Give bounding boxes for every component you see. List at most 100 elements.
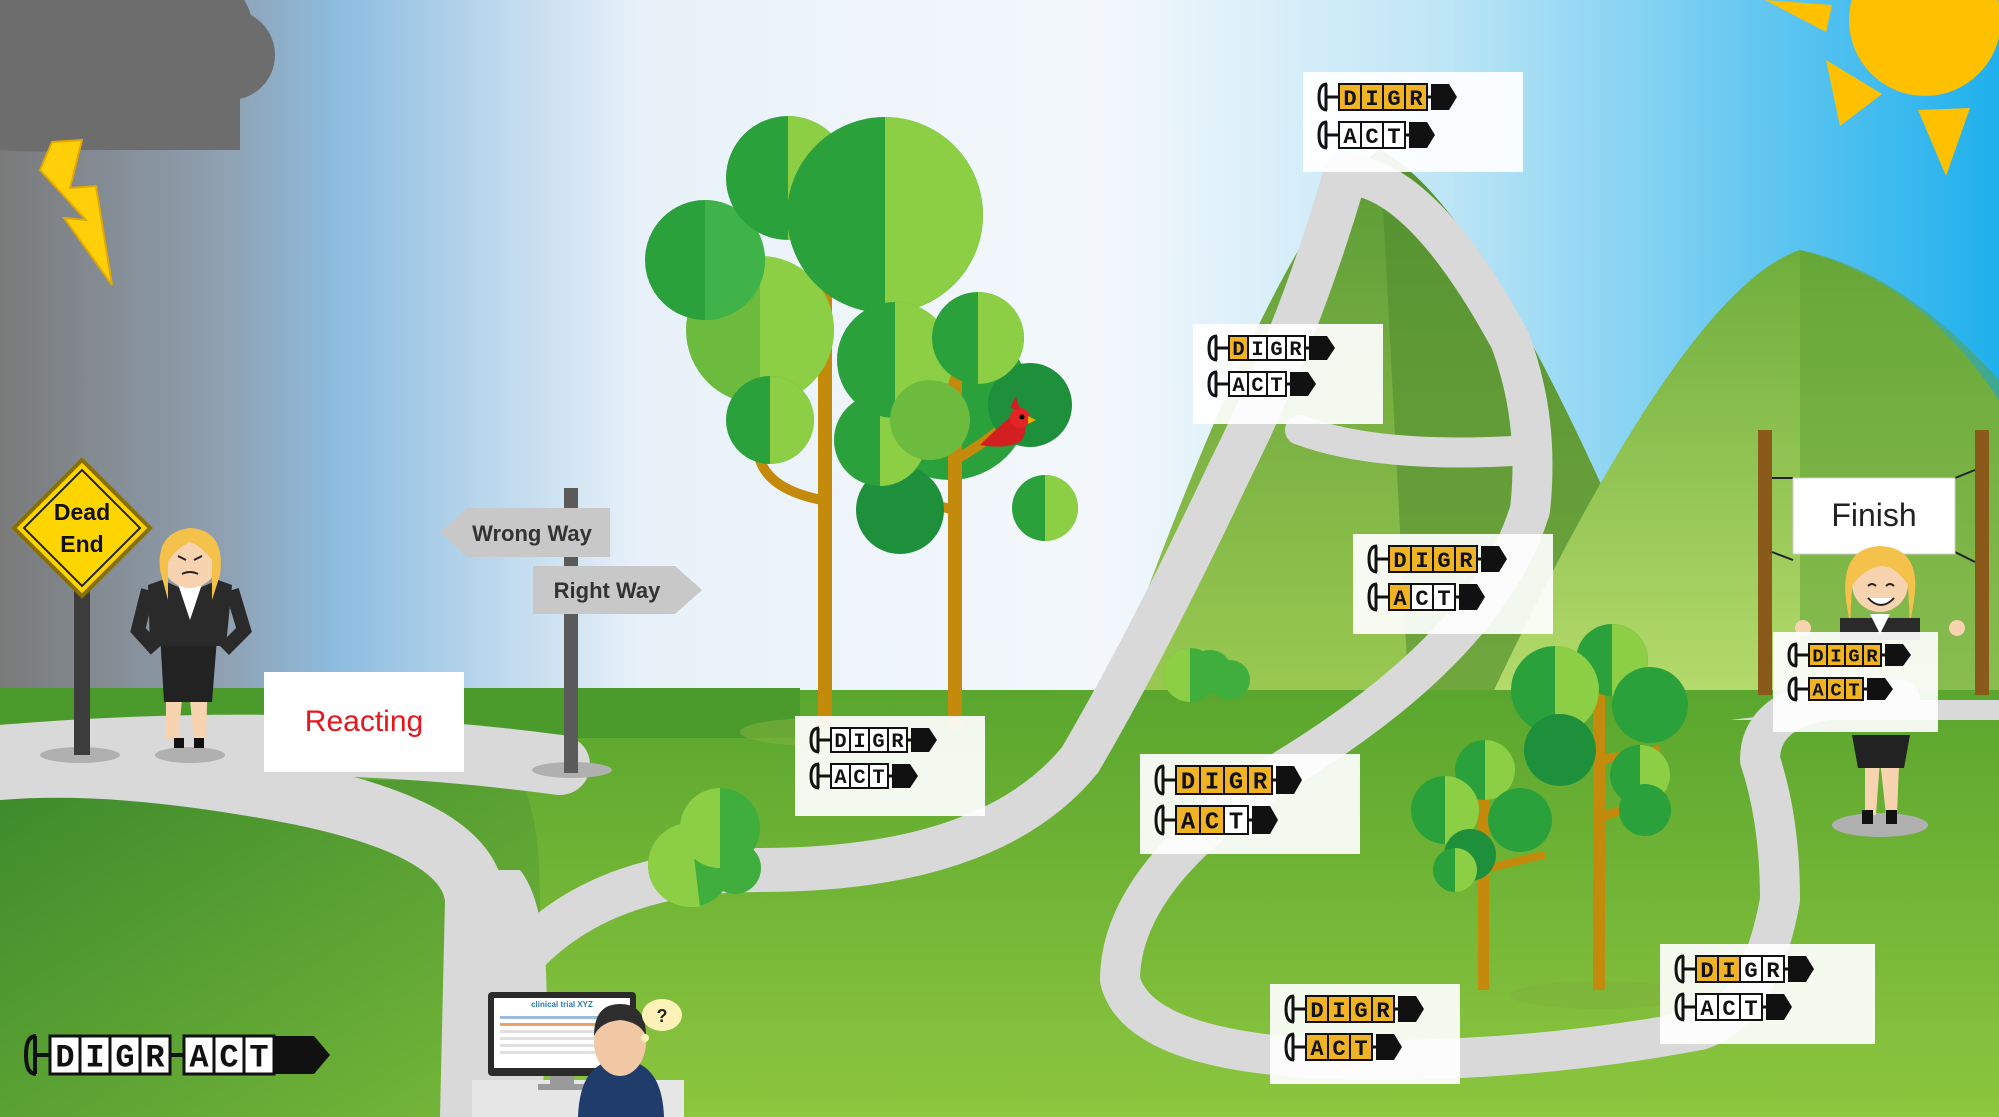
digr-letter: G bbox=[1354, 999, 1367, 1024]
dead-end-sign bbox=[11, 457, 153, 755]
logo-letter-box bbox=[138, 1034, 172, 1076]
digr-arrowhead-icon bbox=[1788, 956, 1814, 982]
act-letter: A bbox=[1393, 587, 1407, 612]
digr-letter-box bbox=[1247, 765, 1273, 795]
act-letter: C bbox=[1332, 1037, 1345, 1062]
digr-arrowhead-icon bbox=[1431, 84, 1457, 110]
digr-letter: D bbox=[1181, 769, 1195, 796]
ground-left bbox=[0, 780, 540, 1117]
digr-letter: R bbox=[891, 731, 904, 754]
act-arrowhead-icon bbox=[1409, 122, 1435, 148]
thought-bubble-icon bbox=[641, 999, 682, 1042]
wrong-way-text: Wrong Way bbox=[472, 521, 593, 546]
digr-letter: G bbox=[1437, 549, 1450, 574]
act-letter: A bbox=[1232, 375, 1245, 398]
digr-letter: R bbox=[1766, 959, 1780, 984]
lightning-icon bbox=[38, 138, 113, 286]
right-way-text: Right Way bbox=[554, 578, 661, 603]
reacting-box bbox=[264, 672, 464, 772]
act-letter: C bbox=[1830, 680, 1841, 702]
digr-letter: G bbox=[1270, 339, 1282, 362]
digr-letter: R bbox=[1376, 999, 1390, 1024]
logo-arrowhead-icon bbox=[274, 1036, 330, 1074]
digr-letter: I bbox=[853, 731, 865, 754]
act-letter: A bbox=[1812, 680, 1824, 702]
direction-signpost bbox=[440, 488, 702, 773]
finish-banner bbox=[1792, 477, 1956, 555]
act-letter-box bbox=[1175, 805, 1201, 835]
act-letter: C bbox=[1205, 809, 1219, 836]
sun-icon bbox=[1765, 0, 1999, 176]
act-letter: T bbox=[1229, 809, 1243, 836]
logo-letter: T bbox=[249, 1039, 268, 1076]
act-arrowhead-icon bbox=[1376, 1034, 1402, 1060]
digr-letter: I bbox=[1332, 999, 1345, 1024]
logo-letter-box bbox=[108, 1034, 142, 1076]
logo-letter: R bbox=[145, 1039, 165, 1076]
act-arrowhead-icon bbox=[892, 764, 918, 788]
act-letter: A bbox=[1310, 1037, 1324, 1062]
digr-letter: D bbox=[1232, 339, 1244, 362]
logo-letter: A bbox=[189, 1039, 209, 1076]
digr-letter: D bbox=[1343, 87, 1356, 112]
act-letter: C bbox=[1251, 375, 1263, 398]
act-letter: A bbox=[1343, 125, 1357, 150]
reacting-text: Reacting bbox=[305, 705, 423, 738]
logo-letter-box bbox=[78, 1034, 112, 1076]
finish-posts bbox=[1758, 430, 1989, 695]
act-arrowhead-icon bbox=[1459, 584, 1485, 610]
act-letter: T bbox=[1354, 1037, 1367, 1062]
tree-mountain-2 bbox=[1411, 740, 1552, 990]
tree-large-2 bbox=[834, 292, 1078, 730]
digr-arrowhead-icon bbox=[1309, 336, 1335, 360]
act-letter: A bbox=[834, 767, 847, 790]
bush-1 bbox=[648, 788, 761, 907]
digr-letter: I bbox=[1205, 769, 1219, 796]
digr-letter: G bbox=[1387, 87, 1400, 112]
digr-letter: D bbox=[1393, 549, 1406, 574]
angry-woman-figure bbox=[130, 528, 252, 748]
act-letter: T bbox=[1744, 997, 1757, 1022]
digr-letter: I bbox=[1722, 959, 1735, 984]
wrong-way-sign bbox=[440, 508, 610, 557]
dead-end-text-2: End bbox=[60, 531, 103, 557]
act-arrowhead-icon bbox=[1766, 994, 1792, 1020]
digr-letter: G bbox=[872, 731, 884, 754]
cardinal-bird-icon bbox=[980, 396, 1036, 447]
digr-letter: D bbox=[1310, 999, 1323, 1024]
bush-2 bbox=[1163, 648, 1250, 702]
logo-letter: I bbox=[85, 1039, 104, 1076]
digr-arrowhead-icon bbox=[1276, 766, 1302, 794]
digr-letter: I bbox=[1365, 87, 1378, 112]
act-arrowhead-icon bbox=[1867, 678, 1893, 700]
act-letter: A bbox=[1700, 997, 1714, 1022]
digr-arrowhead-icon bbox=[911, 728, 937, 752]
digr-letter: R bbox=[1409, 87, 1423, 112]
right-way-sign bbox=[533, 566, 702, 614]
digr-letter: R bbox=[1459, 549, 1473, 574]
act-letter: T bbox=[1848, 680, 1859, 702]
digr-arrowhead-icon bbox=[1885, 644, 1911, 666]
act-letter: C bbox=[1365, 125, 1378, 150]
act-letter: T bbox=[1270, 375, 1282, 398]
finish-text: Finish bbox=[1831, 497, 1916, 533]
digr-arrowhead-icon bbox=[1481, 546, 1507, 572]
digr-letter: G bbox=[1744, 959, 1757, 984]
digr-letter: R bbox=[1866, 646, 1878, 668]
tree-mountain-1 bbox=[1511, 624, 1688, 990]
digr-letter: I bbox=[1251, 339, 1263, 362]
logo-letter-box bbox=[182, 1034, 216, 1076]
logo-letter: C bbox=[219, 1039, 238, 1076]
act-arrowhead-icon bbox=[1290, 372, 1316, 396]
